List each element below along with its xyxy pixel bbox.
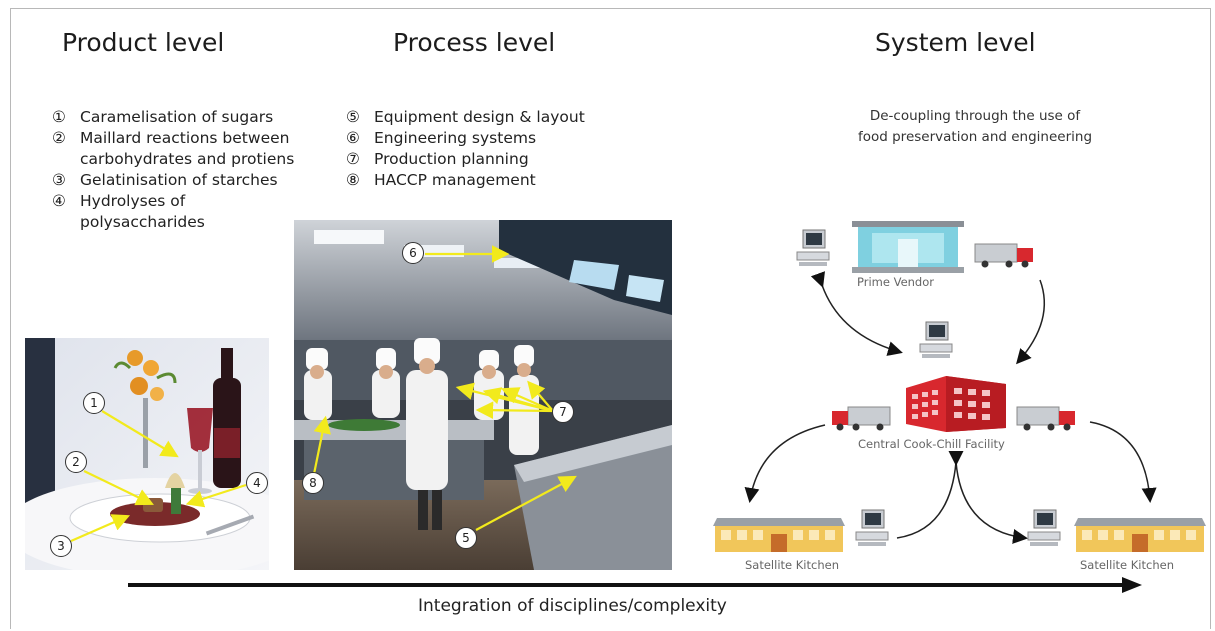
prime-vendor-building-icon xyxy=(852,221,964,273)
callout-7: 7 xyxy=(552,401,574,423)
callout-1: 1 xyxy=(83,392,105,414)
food-dish-photo xyxy=(25,338,269,570)
central-facility-label: Central Cook-Chill Facility xyxy=(858,437,1005,451)
truck-icon xyxy=(1016,405,1077,431)
truck-icon xyxy=(830,405,891,431)
callout-8: 8 xyxy=(302,472,324,494)
computer-icon xyxy=(854,509,890,548)
satellite-kitchen-right-icon xyxy=(1074,510,1206,554)
satellite-kitchen-left-label: Satellite Kitchen xyxy=(745,558,839,572)
callout-4: 4 xyxy=(246,472,268,494)
central-facility-building-icon xyxy=(906,370,1006,432)
truck-icon xyxy=(974,242,1035,268)
diagram-frame xyxy=(10,8,1211,629)
computer-icon xyxy=(795,229,831,268)
integration-axis-label: Integration of disciplines/complexity xyxy=(418,596,727,616)
callout-2: 2 xyxy=(65,451,87,473)
system-caption: De-coupling through the use of food pres… xyxy=(857,108,1093,145)
prime-vendor-label: Prime Vendor xyxy=(857,275,934,289)
heading-product-level: Product level xyxy=(62,28,225,57)
callout-5: 5 xyxy=(455,527,477,549)
computer-icon xyxy=(918,321,954,360)
callout-6: 6 xyxy=(402,242,424,264)
computer-icon xyxy=(1026,509,1062,548)
heading-system-level: System level xyxy=(875,28,1036,57)
satellite-kitchen-right-label: Satellite Kitchen xyxy=(1080,558,1174,572)
callout-3: 3 xyxy=(50,535,72,557)
heading-process-level: Process level xyxy=(393,28,556,57)
satellite-kitchen-left-icon xyxy=(713,510,845,554)
